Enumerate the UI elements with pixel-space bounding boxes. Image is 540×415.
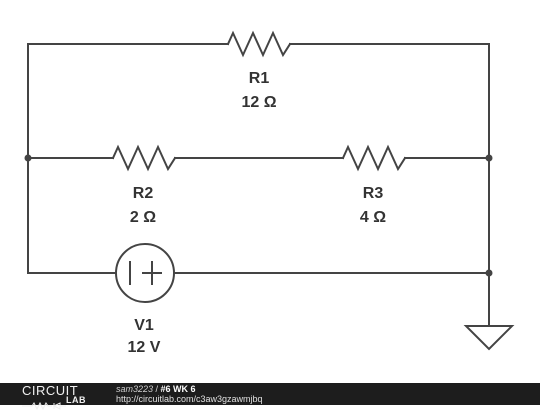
wire-bottom-left — [27, 157, 117, 274]
author-link[interactable]: sam3223 — [116, 384, 154, 394]
circuitlab-logo: CIRCUIT LAB — [22, 383, 102, 411]
r3-value-label: 4 Ω — [360, 209, 386, 226]
title-separator: / — [153, 384, 161, 394]
ground-symbol — [463, 325, 515, 351]
resistor-r2 — [111, 144, 177, 172]
logo-lower-row: LAB — [22, 395, 102, 411]
r3-name-label: R3 — [363, 185, 384, 202]
circuit-url-link[interactable]: http://circuitlab.com/c3aw3gzawmjbq — [116, 394, 263, 404]
logo-text-circuit: CIRCUIT — [22, 383, 79, 398]
resistor-r1 — [226, 30, 292, 58]
junction-node-right-middle — [485, 154, 493, 162]
wire-top-right — [289, 43, 490, 159]
circuit-title: #6 WK 6 — [160, 384, 196, 394]
v1-value-label: 12 V — [128, 339, 161, 356]
r2-name-label: R2 — [133, 185, 154, 202]
logo-text-lab: LAB — [66, 395, 86, 405]
wire-top-left — [27, 43, 229, 159]
r1-name-label: R1 — [249, 70, 270, 87]
author-title-line: sam3223 / #6 WK 6 — [116, 384, 263, 394]
logo-resistor-icon — [22, 401, 66, 411]
junction-node-left — [24, 154, 32, 162]
r1-value-label: 12 Ω — [241, 94, 276, 111]
junction-node-right-bottom — [485, 269, 493, 277]
footer-bar: CIRCUIT LAB sam3223 / #6 WK 6 http://cir… — [0, 383, 540, 411]
v1-name-label: V1 — [134, 317, 154, 334]
source-plus-sign — [142, 261, 162, 285]
r2-value-label: 2 Ω — [130, 209, 156, 226]
circuit-info: sam3223 / #6 WK 6 http://circuitlab.com/… — [116, 384, 263, 404]
resistor-r3 — [341, 144, 407, 172]
circuit-schematic: R1 12 Ω R2 2 Ω R3 4 Ω V1 12 V — [24, 30, 515, 356]
